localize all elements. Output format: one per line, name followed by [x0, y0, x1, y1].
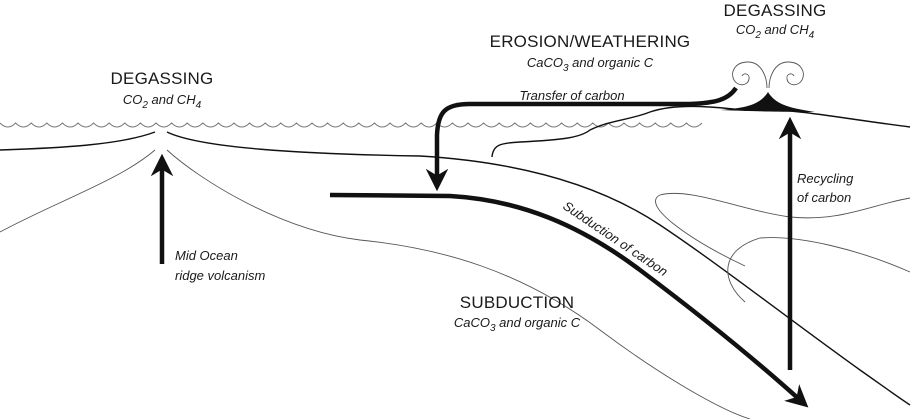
recycling-label-line2: of carbon — [797, 190, 851, 205]
seafloor-left — [0, 131, 156, 151]
transfer-of-carbon-label: Transfer of carbon — [519, 88, 624, 103]
transfer-of-carbon-arrow — [425, 86, 738, 192]
degassing-right-title: DEGASSING — [724, 1, 827, 20]
degassing-spiral-right-icon — [768, 61, 804, 89]
erosion-weathering-title: EROSION/WEATHERING — [490, 32, 691, 51]
material-organic: and organic C — [569, 55, 654, 70]
subduction-of-carbon-arrow — [329, 192, 809, 408]
mid-ocean-ridge-label-line2: ridge volcanism — [175, 268, 265, 283]
erosion-materials: CaCO3 and organic C — [527, 55, 654, 74]
gas-co-sub: 2 — [754, 30, 761, 41]
gas-co: CO — [736, 22, 756, 37]
mid-ocean-ridge-label-line1: Mid Ocean — [175, 248, 238, 263]
material-caco: CaCO — [527, 55, 563, 70]
subduction-of-carbon-label: Subduction of carbon — [560, 198, 670, 279]
recycling-label-line1: Recycling — [797, 171, 854, 186]
ocean-surface-waves — [0, 122, 703, 128]
ridge-lithosphere-right — [166, 149, 751, 419]
gas-ch: and CH — [148, 92, 196, 107]
subduction-title: SUBDUCTION — [460, 293, 574, 312]
material-caco-sub: 3 — [563, 63, 569, 74]
gas-ch: and CH — [761, 22, 809, 37]
degassing-right-gases: CO2 and CH4 — [736, 22, 815, 41]
gas-co-sub: 2 — [141, 100, 148, 111]
material-organic: and organic C — [496, 315, 581, 330]
volcano-icon — [720, 92, 815, 112]
degassing-spiral-left-icon — [732, 61, 768, 89]
material-caco: CaCO — [454, 315, 490, 330]
gas-ch-sub: 4 — [809, 30, 815, 41]
degassing-left-title: DEGASSING — [111, 69, 214, 88]
degassing-left-gases: CO2 and CH4 — [123, 92, 202, 111]
gas-ch-sub: 4 — [196, 100, 202, 111]
material-caco-sub: 3 — [490, 323, 496, 334]
magma-body-lower — [727, 237, 911, 303]
gas-co: CO — [123, 92, 143, 107]
subduction-materials: CaCO3 and organic C — [454, 315, 581, 334]
continent-coast — [491, 105, 911, 158]
magma-body-upper — [655, 192, 911, 267]
ridge-lithosphere-left — [0, 149, 156, 233]
seafloor-right — [166, 131, 911, 406]
